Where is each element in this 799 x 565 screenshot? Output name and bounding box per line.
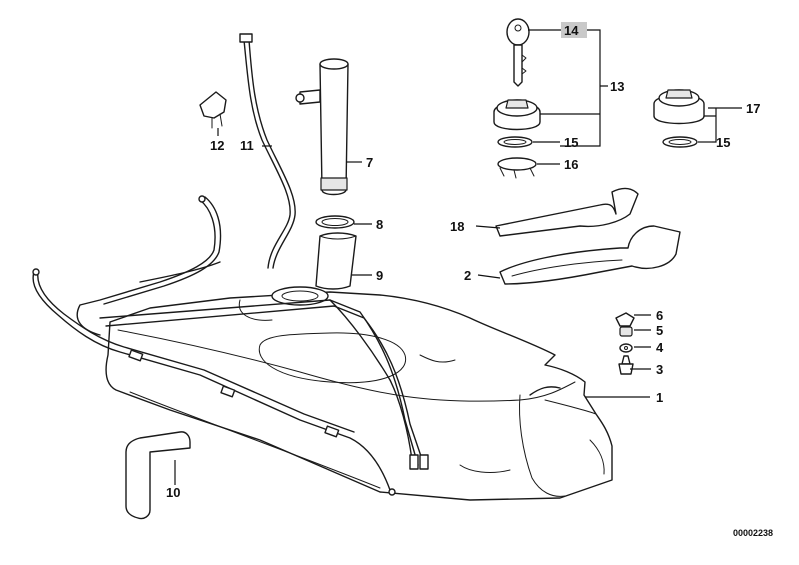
callout-11[interactable]: 11 [240,138,254,153]
sealing-ring[interactable] [315,215,355,229]
vent-pipe[interactable] [239,33,296,269]
rubber-bushing[interactable] [619,326,633,337]
retaining-ring[interactable] [497,157,537,179]
callout-10[interactable]: 10 [166,485,180,500]
callout-labels: 14 13 15 16 17 15 12 11 7 8 9 18 2 6 5 4… [166,22,773,538]
filler-pipe[interactable] [295,58,349,196]
diagram-code: 00002238 [733,528,773,538]
callout-13[interactable]: 13 [610,79,624,94]
insulation-pad[interactable] [125,431,191,520]
fuel-lines [32,195,561,496]
callout-1[interactable]: 1 [656,390,663,405]
locking-filler-cap[interactable] [493,99,541,131]
leader-lines [174,29,742,485]
cap-seal-ring-2[interactable] [662,136,698,148]
callout-16[interactable]: 16 [564,157,578,172]
callout-6[interactable]: 6 [656,308,663,323]
callout-2[interactable]: 2 [464,268,471,283]
callout-9[interactable]: 9 [376,268,383,283]
fuel-tank[interactable] [105,286,613,501]
callout-5[interactable]: 5 [656,323,663,338]
callout-15-filler-cap[interactable]: 15 [716,135,730,150]
tensioning-strap[interactable] [499,225,681,285]
filler-cap[interactable] [653,89,705,125]
screw[interactable] [618,355,634,375]
callout-15-locking-cap[interactable]: 15 [564,135,578,150]
filler-hose[interactable] [315,232,357,290]
callout-8[interactable]: 8 [376,217,383,232]
callout-3[interactable]: 3 [656,362,663,377]
callout-18[interactable]: 18 [450,219,464,234]
callout-14-highlight [561,22,587,38]
clip[interactable] [199,91,227,129]
callout-14[interactable]: 14 [564,23,579,38]
callout-12[interactable]: 12 [210,138,224,153]
callout-4[interactable]: 4 [656,340,664,355]
callout-7[interactable]: 7 [366,155,373,170]
strap[interactable] [495,187,639,237]
washer[interactable] [619,343,633,353]
cap-seal-ring[interactable] [497,136,533,148]
callout-17[interactable]: 17 [746,101,760,116]
key[interactable] [506,18,530,87]
nut[interactable] [615,312,635,327]
